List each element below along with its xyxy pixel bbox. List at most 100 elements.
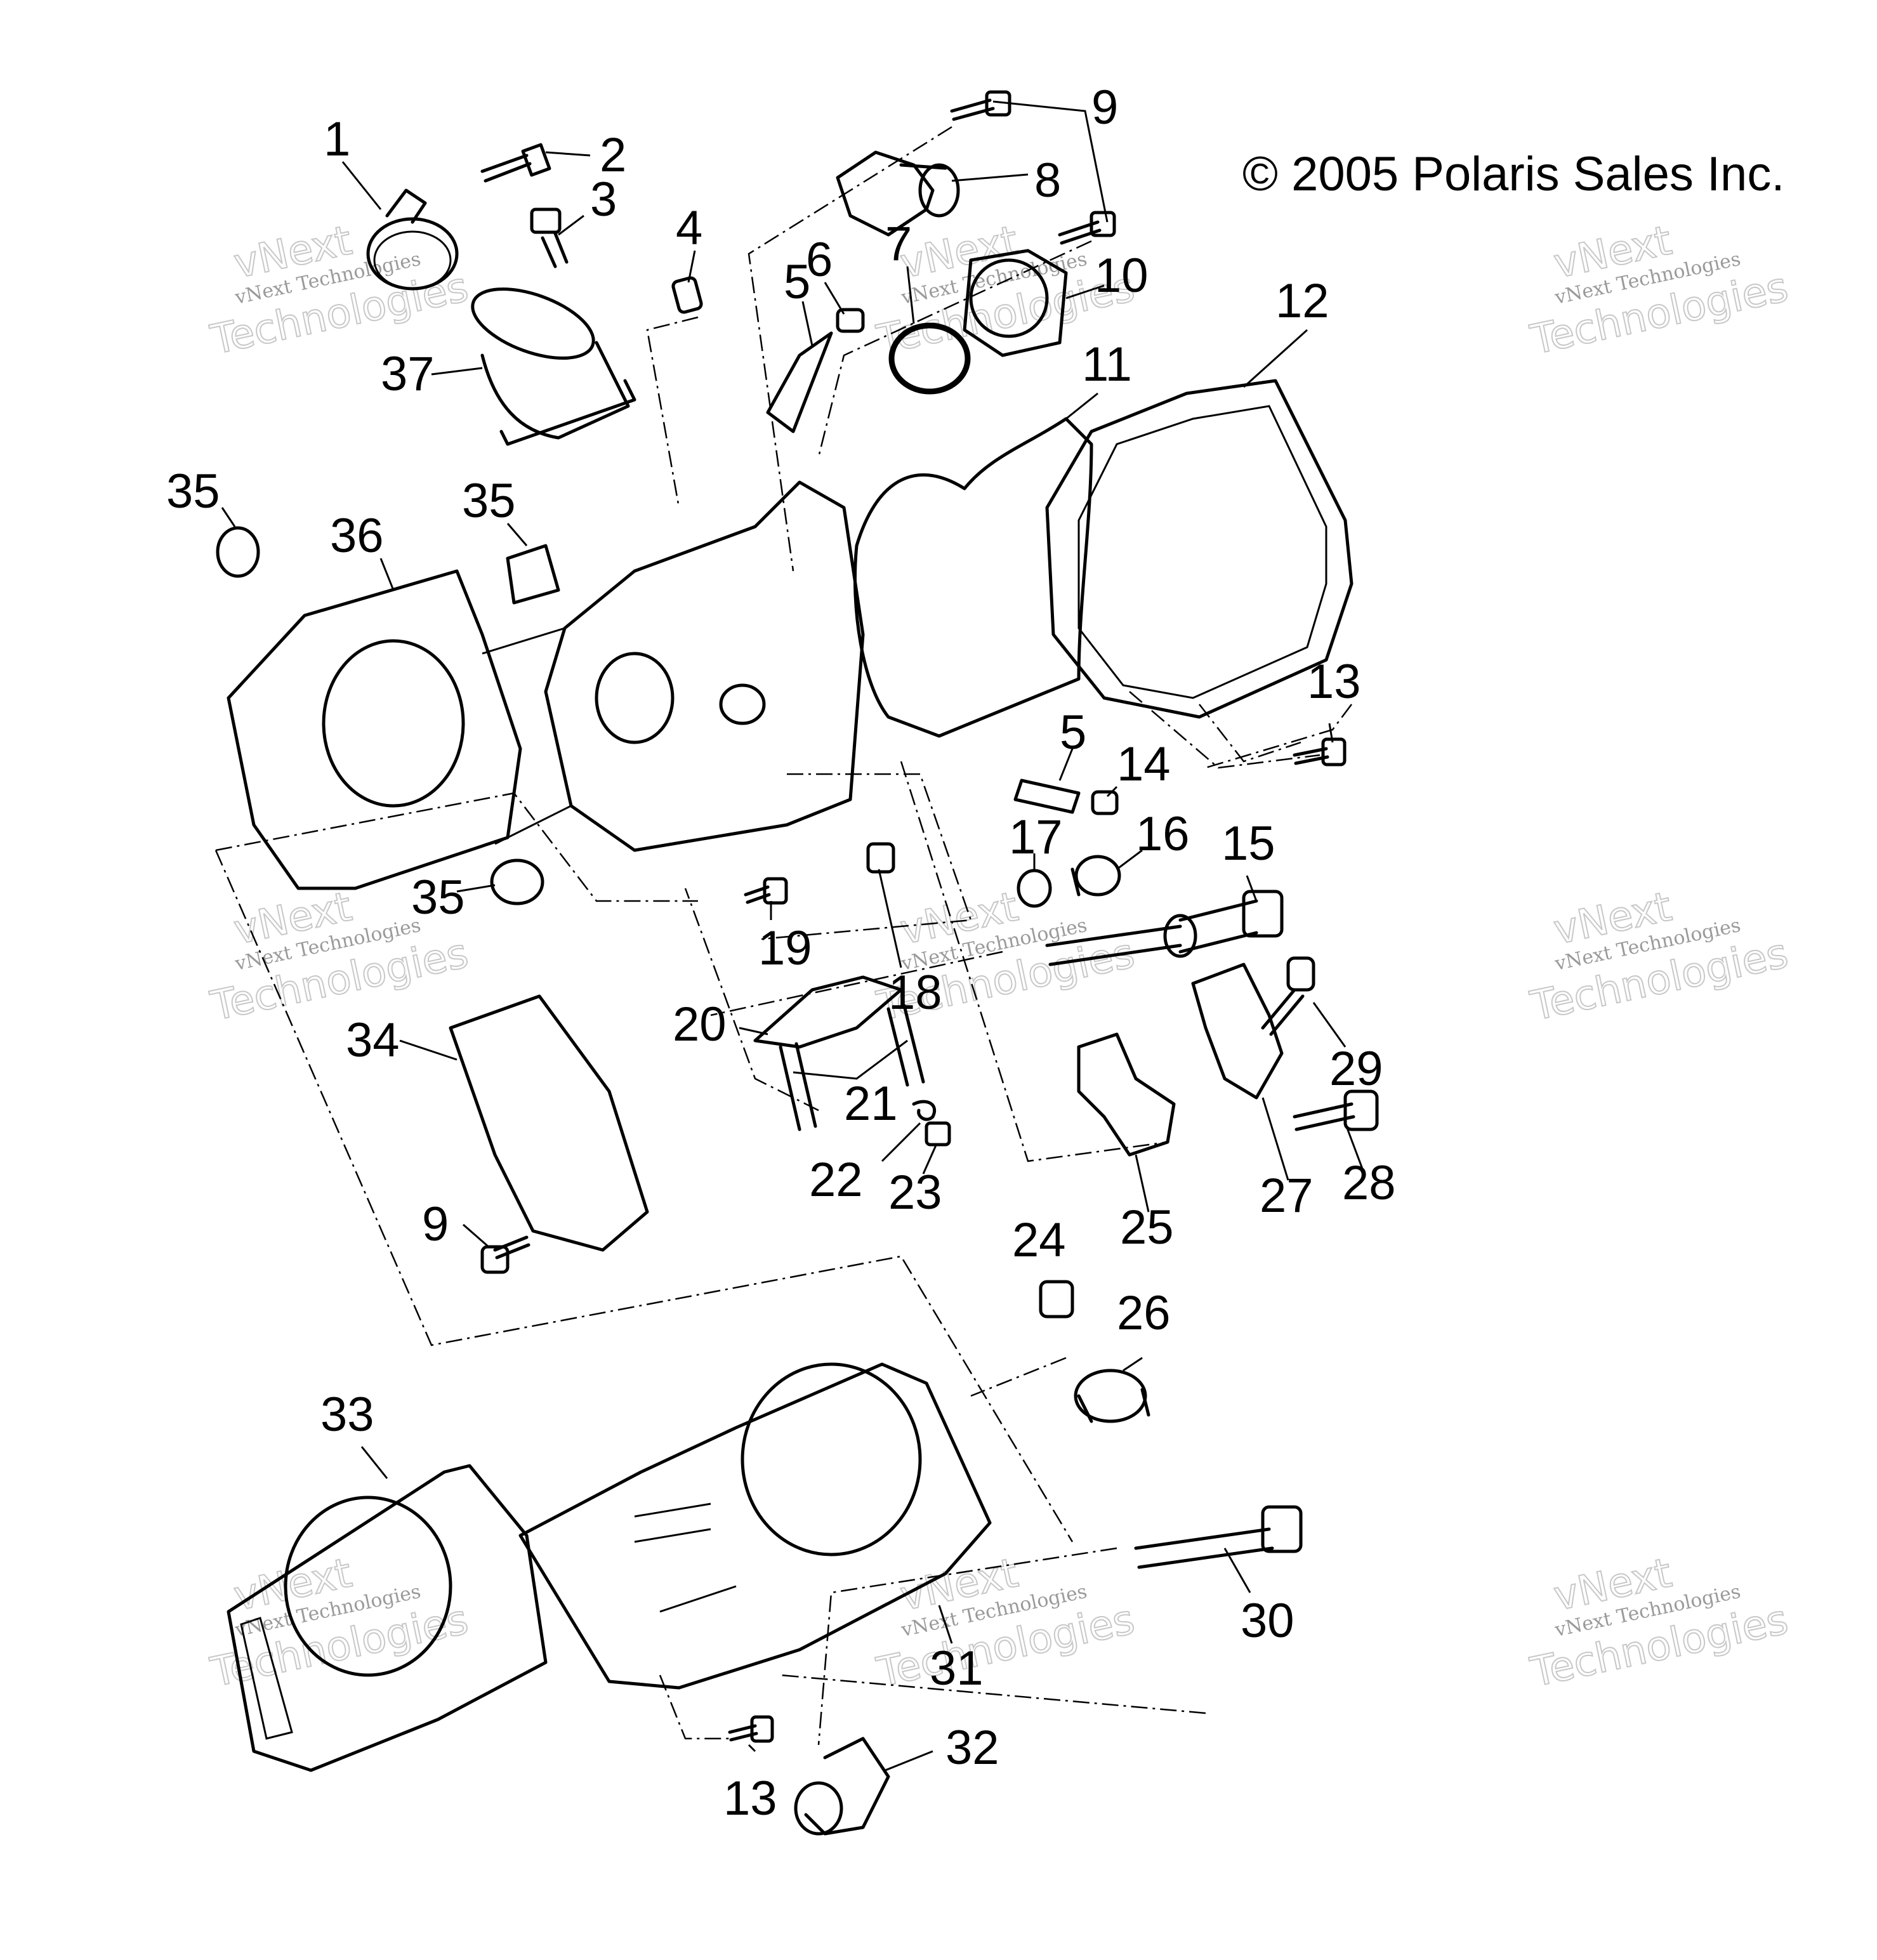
part-screw-13 [728,737,1347,1743]
part-oring-7 [888,322,971,395]
callout-17: 17 [1009,810,1063,864]
callout-9b: 9 [422,1197,449,1251]
assembly-line [646,316,699,508]
watermark-8: vNext vNext Technologies Technologies [873,1549,1140,1697]
callout-35a: 35 [166,464,220,518]
part-bolt-15 [1045,890,1284,966]
part-bolt-28 [1293,1089,1379,1131]
assembly-line [817,1547,1117,1746]
parts [216,90,1379,1836]
callout-18: 18 [888,966,942,1020]
callout-15: 15 [1222,817,1275,871]
part-screw-9-lower [480,1235,530,1274]
part-cylinder-head [482,480,865,852]
watermark-7: vNext vNext Technologies Technologies [206,1549,473,1697]
part-washer-17 [1017,869,1052,908]
callout-19: 19 [758,921,812,975]
part-seal-35-lower [490,858,544,905]
callout-13b: 13 [723,1772,777,1825]
part-nut-14 [1091,790,1119,815]
assembly-line [780,1674,1206,1714]
part-screw-29 [1261,956,1315,1036]
watermarks: vNext vNext Technologies Technologies vN… [206,216,1793,1697]
assembly-line [1199,704,1301,763]
assembly-line [215,792,698,902]
part-seal-35-left [216,526,260,578]
part-screw-3 [530,207,569,268]
part-housing-10 [963,249,1068,357]
callout-31: 31 [930,1641,984,1695]
callout-36: 36 [330,509,384,563]
part-bolt-30 [1134,1505,1303,1569]
assembly-line [1205,704,1352,769]
watermark-3: vNext vNext Technologies Technologies [1526,216,1793,365]
callout-27: 27 [1260,1169,1314,1223]
part-intake-boot [471,287,636,446]
part-gasket-20 [753,975,903,1049]
callout-11: 11 [1082,338,1132,391]
part-bracket-27 [1191,963,1284,1100]
part-elbow-8 [836,150,960,237]
callout-20: 20 [673,997,727,1051]
callout-14: 14 [1117,737,1171,791]
callout-9a: 9 [1091,81,1118,135]
callout-21: 21 [844,1077,898,1131]
part-head-gasket-36 [227,569,522,890]
part-elbow-32 [794,1737,890,1836]
callout-23: 23 [888,1166,942,1220]
assembly-line [900,761,1168,1162]
callout-12: 12 [1275,274,1329,328]
callout-35b: 35 [462,474,516,528]
callout-22: 22 [809,1153,863,1207]
callout-32: 32 [945,1721,999,1775]
assembly-line [659,1674,736,1740]
part-cover-34 [449,994,649,1252]
watermark-6: vNext vNext Technologies Technologies [1526,883,1793,1031]
callout-2: 2 [600,128,626,182]
part-seal-35-upper [506,544,560,605]
part-screw-19 [744,877,788,905]
callout-35c: 35 [411,871,465,924]
callout-13a: 13 [1307,655,1361,709]
callout-5a: 5 [784,255,810,309]
callout-3: 3 [590,173,617,227]
part-screw-9-top [950,90,1116,245]
callout-labels: 1 2 3 4 5 6 7 8 9 10 11 12 13 5 14 15 16… [166,81,1396,1825]
callout-34: 34 [346,1013,400,1067]
callout-26: 26 [1117,1286,1171,1340]
callout-7: 7 [885,217,912,271]
assembly-line [748,126,952,572]
part-dowel-18 [866,842,895,874]
part-valve-cover-12 [1045,379,1353,719]
part-plug-16 [1070,855,1121,897]
copyright-text: © 2005 Polaris Sales Inc. [1242,147,1784,201]
part-base-gasket-33 [227,1464,548,1772]
part-dowel-4 [671,276,703,314]
callout-37: 37 [381,347,435,401]
part-dowel-24 [1039,1280,1074,1319]
callout-4: 4 [676,201,702,255]
part-fitting-26 [1074,1369,1150,1423]
part-clamp [366,188,459,291]
part-cylinder-31 [518,1362,992,1690]
part-guide-5-lower [1013,779,1081,814]
callout-25: 25 [1120,1200,1174,1254]
assembly-line [684,888,819,1112]
callout-29: 29 [1329,1042,1383,1096]
assembly-lines [214,126,1352,1746]
callout-6: 6 [806,233,833,287]
part-bracket-25 [1077,1032,1176,1157]
part-nut-23 [925,1121,951,1147]
part-gasket-11 [853,417,1093,738]
callout-30: 30 [1241,1594,1294,1648]
callout-28: 28 [1342,1156,1396,1210]
part-guide-5-top [766,331,833,433]
assembly-line [817,240,1092,457]
assembly-line [1129,691,1320,769]
callout-16: 16 [1136,807,1190,861]
callout-24: 24 [1012,1213,1066,1267]
callout-5b: 5 [1060,706,1086,760]
assembly-line [710,950,1003,1016]
leader-lines [221,100,1366,1772]
assembly-line [970,1357,1067,1397]
